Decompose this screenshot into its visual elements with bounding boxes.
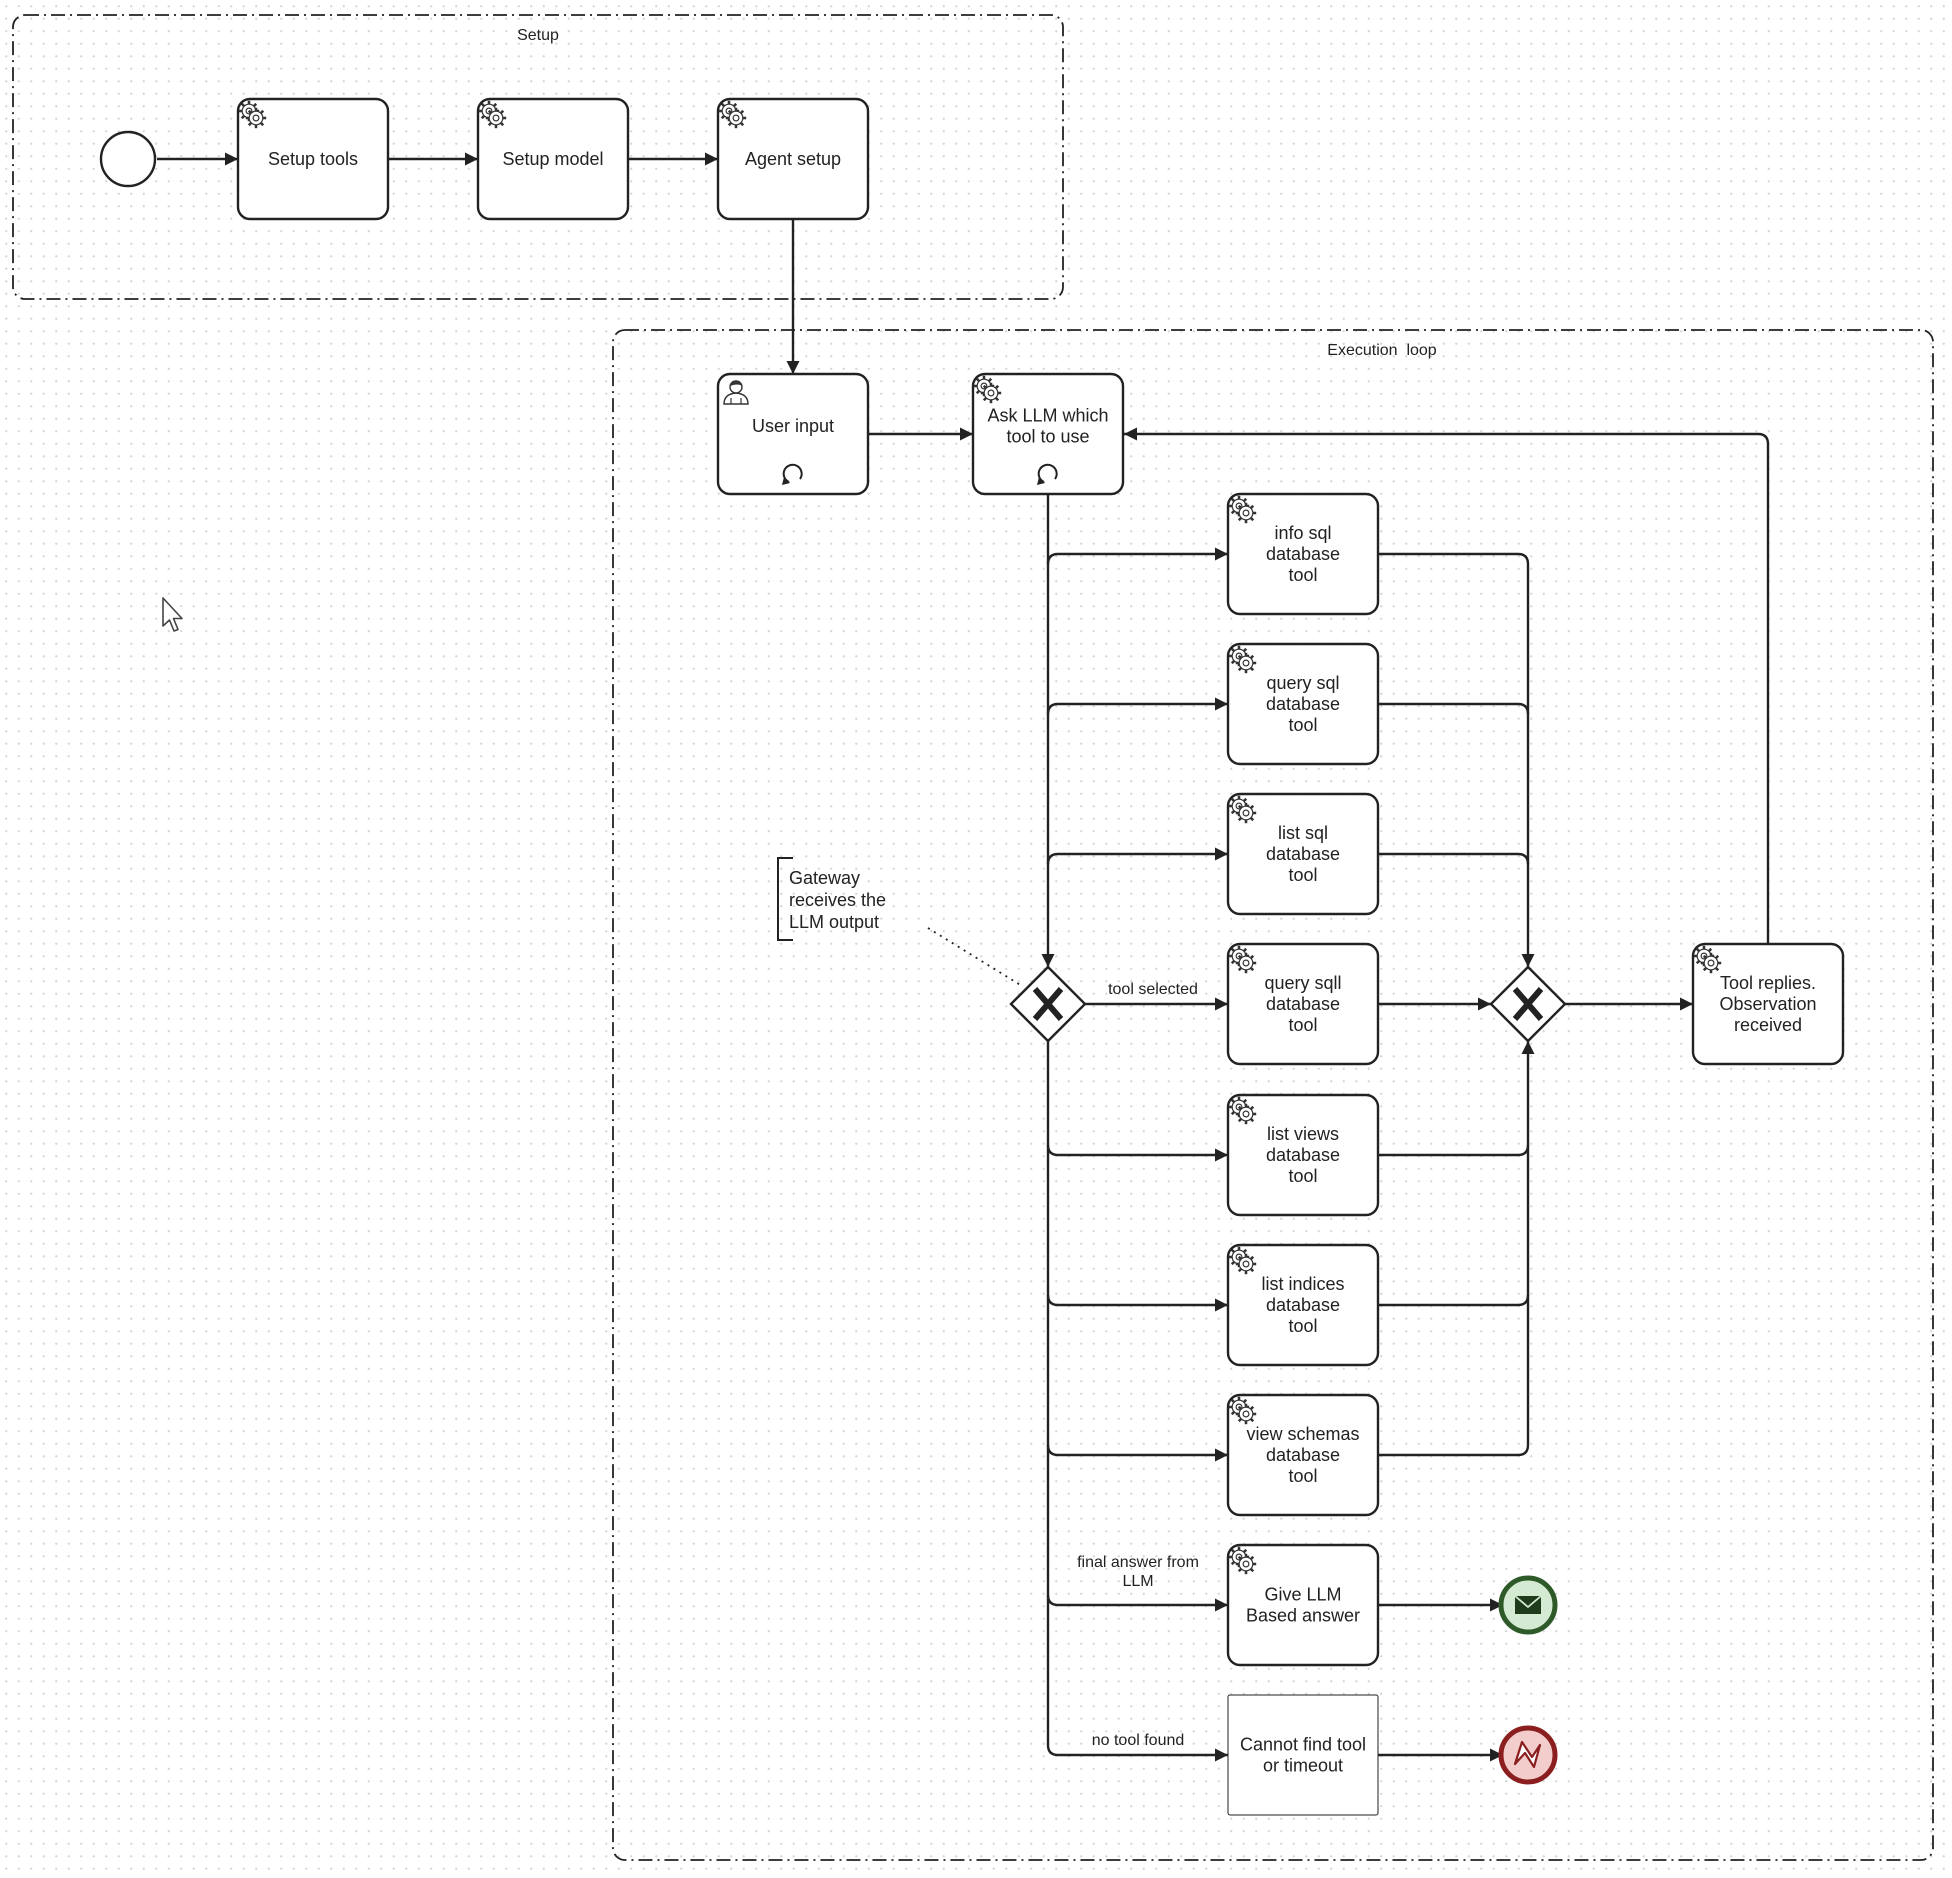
loop-icon (1037, 463, 1058, 485)
flow-to-query-sql[interactable] (1046, 697, 1228, 715)
setup-group: Setup (12, 14, 1064, 300)
flow-to-list-indices[interactable] (1046, 1294, 1228, 1312)
error-end-event[interactable] (1498, 1725, 1558, 1785)
gateway-x-icon (1512, 987, 1544, 1021)
gateway-x-icon (1032, 987, 1064, 1021)
execution-loop-group-label: Execution loop (1327, 342, 1437, 359)
exclusive-gateway-merge[interactable] (1489, 965, 1567, 1043)
user-icon (723, 380, 749, 405)
mouse-cursor-icon (162, 597, 183, 632)
flow-info-sql-to-merge[interactable] (1378, 552, 1535, 967)
task-label: Setup tools (268, 149, 358, 169)
execution-loop-group: Execution loop (612, 329, 1934, 1861)
loop-icon (782, 463, 803, 485)
flow-gateway-down[interactable] (1046, 1041, 1228, 1762)
lightning-icon (1513, 1740, 1542, 1769)
flow-to-give-llm[interactable] (1046, 1594, 1228, 1612)
flow-label-no-tool: no tool found (1092, 1732, 1185, 1749)
flow-list-indices-to-merge[interactable] (1378, 1294, 1530, 1307)
task-setup-model[interactable]: Setup model (476, 97, 630, 221)
flow-view-schemas-to-merge[interactable] (1378, 1041, 1535, 1457)
exclusive-gateway-split[interactable] (1009, 965, 1087, 1043)
sequence-flows (157, 152, 1770, 1762)
flow-label-tool-selected: tool selected (1108, 981, 1198, 998)
setup-group-label: Setup (517, 27, 559, 44)
flow-list-sql-to-merge[interactable] (1378, 852, 1530, 865)
flow-to-list-sql[interactable] (1046, 847, 1228, 865)
task-agent-setup[interactable]: Agent setup (716, 97, 870, 221)
task-label: Agent setup (745, 149, 841, 169)
task-user-input[interactable]: User input (716, 372, 870, 496)
task-setup-tools[interactable]: Setup tools (236, 97, 390, 221)
annotation-association (927, 927, 1023, 987)
flow-tool-replies-to-ask-llm[interactable] (1124, 427, 1770, 944)
task-label: User input (752, 416, 834, 436)
task-label: Setup model (502, 149, 603, 169)
envelope-icon (1514, 1595, 1542, 1614)
flow-to-view-schemas[interactable] (1046, 1444, 1228, 1462)
flow-to-list-views[interactable] (1046, 1144, 1228, 1162)
flow-query-sql-to-merge[interactable] (1378, 702, 1530, 715)
message-end-event[interactable] (1498, 1575, 1558, 1635)
flow-to-info-sql[interactable] (1046, 547, 1228, 565)
start-event[interactable] (99, 130, 157, 188)
flow-list-views-to-merge[interactable] (1378, 1144, 1530, 1157)
